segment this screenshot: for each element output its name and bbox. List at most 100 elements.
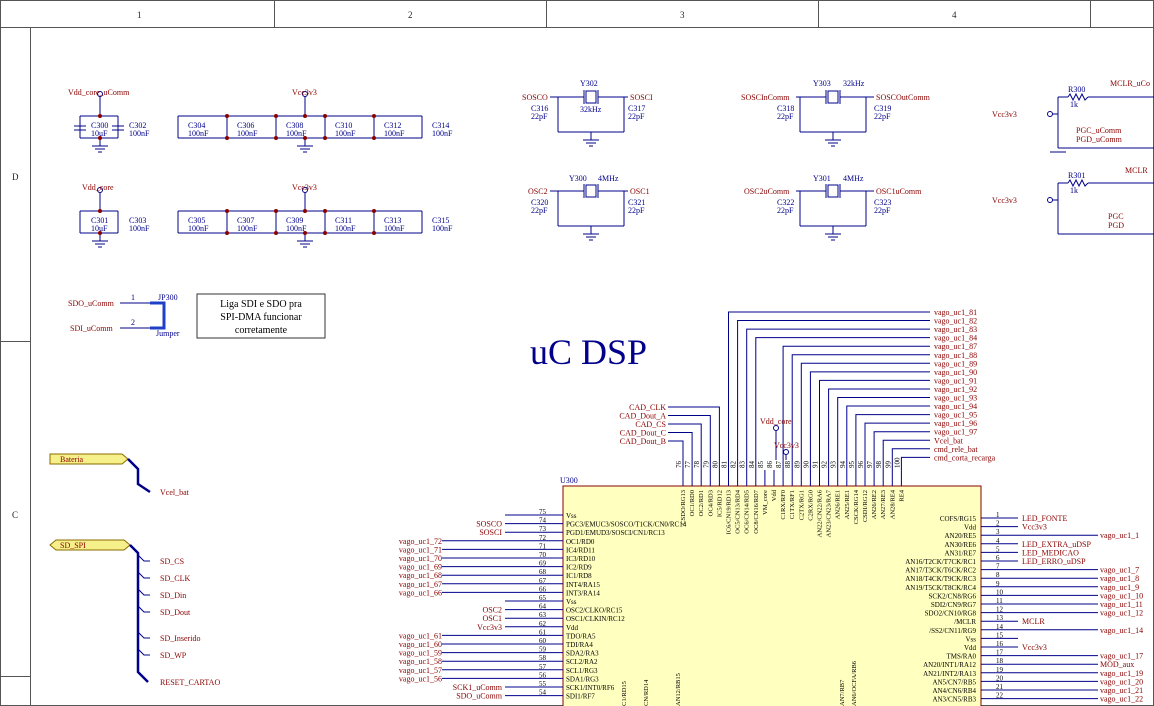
net-osc1: OSC1 — [630, 187, 650, 196]
top-pin-number: 100 — [893, 457, 901, 468]
top-pin-number: 82 — [730, 461, 738, 469]
pin-number: 67 — [539, 577, 547, 585]
net-wire — [800, 362, 930, 470]
pin-name: Vdd — [964, 644, 977, 652]
cap-c301-val: 10uF — [91, 224, 108, 233]
cap-c306: C306 — [237, 121, 254, 130]
pin-number: 63 — [539, 611, 547, 619]
net-label-vago-uc1-90: vago_uc1_90 — [934, 368, 977, 377]
top-pin-name: OC2/RD1 — [698, 490, 705, 516]
pin-number: 59 — [539, 646, 547, 654]
top-pin-name: AN23/CN23/RA7 — [826, 489, 833, 537]
net-label-vago-uc1-82: vago_uc1_82 — [934, 317, 977, 326]
net-label: vago_uc1_19 — [1100, 669, 1143, 678]
top-pin-name: AN25/RE1 — [844, 490, 851, 519]
cap-c302: C302 — [129, 121, 146, 130]
resistor-r301-val: 1k — [1070, 186, 1078, 195]
note-line-3: corretamente — [235, 325, 288, 336]
net-label-cmd-corta-recarga: cmd_corta_recarga — [934, 453, 996, 462]
top-pin-name: RE4 — [898, 489, 905, 501]
net-label-cad-cs: CAD_CS — [635, 420, 666, 429]
pin-number: 8 — [996, 571, 1000, 579]
cap-c320: C320 — [531, 198, 548, 207]
pin-number: 71 — [539, 542, 547, 550]
pin-name: AN4/CN6/RB4 — [932, 687, 976, 695]
crystal-y303: Y303 — [813, 79, 831, 88]
net-label-vago-uc1-87: vago_uc1_87 — [934, 342, 977, 351]
crystal-y301: Y301 — [813, 174, 831, 183]
top-pin-number: 90 — [802, 461, 810, 469]
net-reset-cartao: RESET_CARTAO — [160, 678, 220, 687]
cap-c310: C310 — [335, 121, 352, 130]
net-label: vago_uc1_7 — [1100, 566, 1139, 575]
net-label: vago_uc1_71 — [399, 545, 442, 554]
cad-wire — [668, 440, 684, 470]
net-label-cad-dout-b: CAD_Dout_B — [620, 437, 666, 446]
net-vcc3v3-a: Vcc3v3 — [292, 88, 317, 97]
top-pin-number: 89 — [793, 461, 801, 469]
net-label: vago_uc1_66 — [399, 588, 442, 597]
top-pin-number: 91 — [812, 461, 820, 469]
net-label-vago-uc1-97: vago_uc1_97 — [934, 428, 977, 437]
pin-name: /MCLR — [954, 618, 976, 626]
pin-number: 18 — [996, 657, 1004, 665]
pin-number: 6 — [996, 554, 1000, 562]
crystal-y300-freq: 4MHz — [598, 174, 619, 183]
cap-c316: C316 — [531, 104, 548, 113]
net-label: MCLR — [1022, 617, 1045, 626]
cap-c311-val: 100nF — [335, 224, 356, 233]
net-vcc3v3-b: Vcc3v3 — [292, 183, 317, 192]
pin-name: TDO/RA5 — [566, 632, 596, 640]
top-pin-name: AN27/RE3 — [880, 490, 887, 519]
net-label: vago_uc1_61 — [399, 631, 442, 640]
pin-name: AN5/CN7/RB5 — [932, 678, 976, 686]
pin-name: OSC2/CLKO/RC15 — [566, 607, 623, 615]
ic-u300-body — [562, 485, 982, 706]
top-pin-name: OC8/CN16/RD7 — [753, 489, 760, 533]
net-label-vago-uc1-84: vago_uc1_84 — [934, 334, 977, 343]
top-pin-name: OC6/CN14/RD5 — [744, 490, 751, 534]
net-label-vago-uc1-88: vago_uc1_88 — [934, 351, 977, 360]
top-pin-name: Vdd — [771, 489, 778, 501]
pin-number: 7 — [996, 563, 1000, 571]
pin-name: IC4/RD11 — [566, 546, 595, 554]
net-label: vago_uc1_20 — [1100, 677, 1143, 686]
net-vdd-core-ucomm: Vdd_core_uComm — [68, 88, 130, 97]
pin-number: 68 — [539, 568, 547, 576]
jumper-pin-2: 2 — [131, 318, 135, 327]
net-sd-wp: SD_WP — [160, 651, 187, 660]
pin-name: SCK1/INT0/RF6 — [566, 684, 615, 692]
pin-name: INT4/RA15 — [566, 581, 600, 589]
net-vdd-core: Vdd_core — [82, 183, 114, 192]
net-soscin-comm: SOSCInComm — [741, 93, 790, 102]
top-pin-number: 97 — [866, 461, 874, 469]
net-vcc3v3-mclr-b: Vcc3v3 — [992, 196, 1017, 205]
pin-number: 66 — [539, 585, 547, 593]
resistor-r300: R300 — [1068, 85, 1085, 94]
net-vcel-bat-left: Vcel_bat — [160, 488, 190, 497]
pin-name: AN3/CN5/RB3 — [932, 696, 976, 704]
cap-c320-val: 22pF — [531, 206, 548, 215]
top-pin-number: 88 — [784, 461, 792, 469]
bottom-pin-name: AN12/RB15 — [675, 673, 682, 706]
pin-name: INT3/RA14 — [566, 589, 600, 597]
mclr-circuits — [1047, 92, 1154, 235]
net-wire — [828, 388, 930, 470]
net-label: vago_uc1_69 — [399, 563, 442, 572]
col-label-2: 2 — [408, 10, 413, 20]
net-label: vago_uc1_10 — [1100, 591, 1143, 600]
net-wire — [728, 311, 930, 470]
resistor-r301: R301 — [1068, 171, 1085, 180]
net-label: vago_uc1_12 — [1100, 609, 1143, 618]
